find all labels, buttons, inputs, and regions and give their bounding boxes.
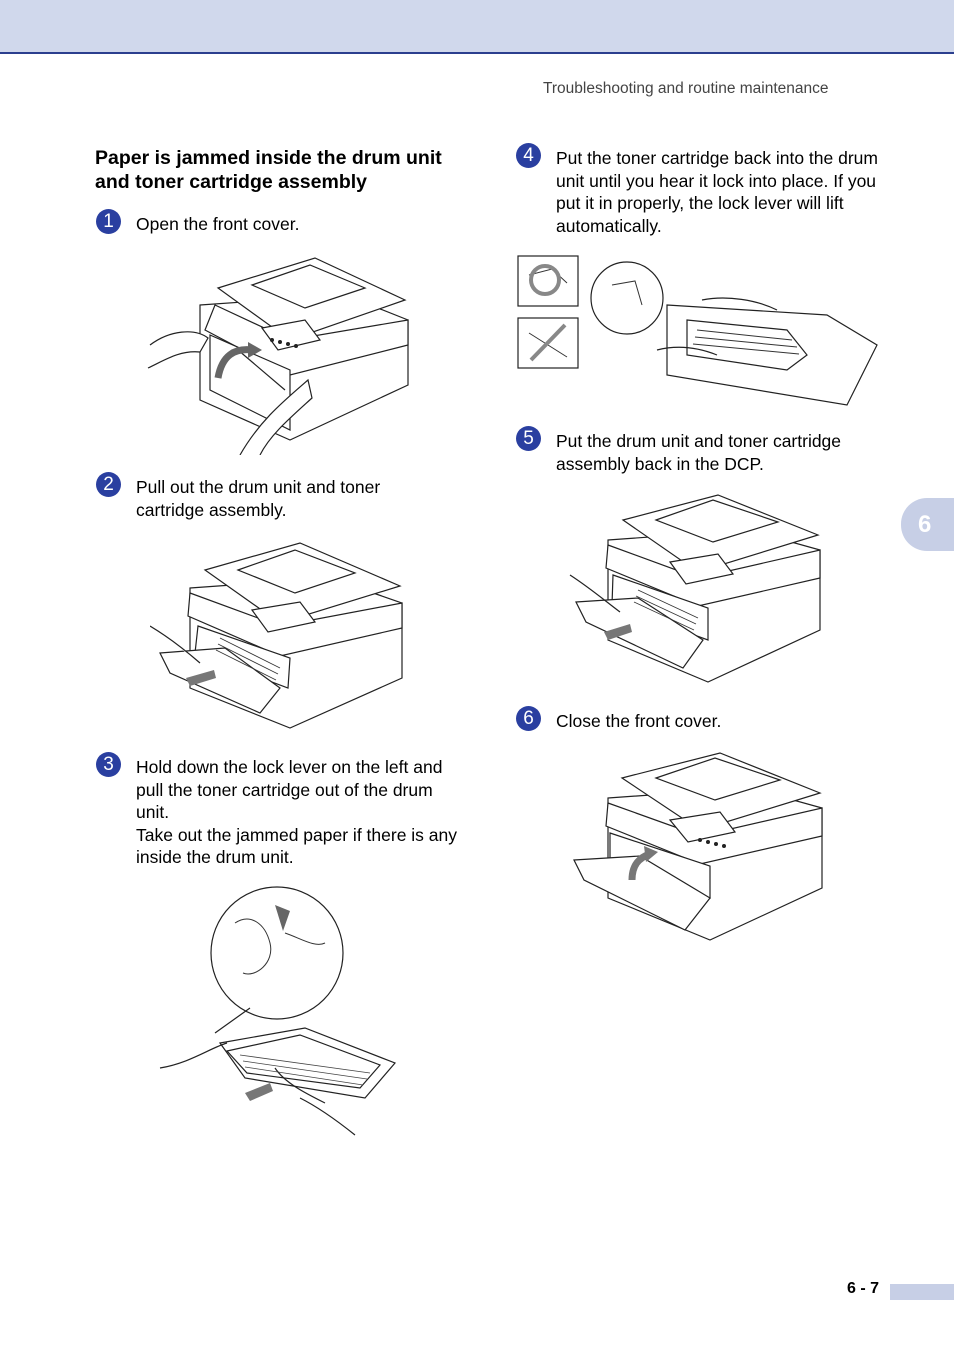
step-1-text: Open the front cover.	[136, 214, 300, 234]
step-3-text-line2: Take out the jammed paper if there is an…	[136, 824, 458, 868]
page-number: 6 - 7	[847, 1280, 880, 1297]
step-5-text: Put the drum unit and toner cartridge as…	[556, 431, 842, 474]
remove-toner-cartridge-illustration	[155, 883, 405, 1138]
footer-bar	[890, 1284, 954, 1300]
header-band	[0, 0, 954, 54]
step-3-text: Hold down the lock lever on the left and…	[136, 756, 466, 869]
insert-toner-cartridge-illustration	[517, 255, 879, 410]
step-3-number: 3	[96, 752, 121, 777]
step-1-number: 1	[96, 209, 121, 234]
reinsert-drum-unit-illustration	[568, 490, 828, 685]
step-6-number: 6	[516, 706, 541, 731]
step-4-text: Put the toner cartridge back into the dr…	[556, 148, 878, 236]
step-6-text: Close the front cover.	[556, 711, 722, 731]
pull-out-drum-unit-illustration	[150, 538, 410, 733]
chapter-tab: 6	[901, 498, 954, 551]
running-head: Troubleshooting and routine maintenance	[543, 80, 829, 97]
section-title: Paper is jammed inside the drum unit and…	[95, 147, 442, 193]
open-front-cover-illustration	[140, 250, 420, 455]
step-3-text-line1: Hold down the lock lever on the left and…	[136, 757, 443, 822]
step-4-number: 4	[516, 143, 541, 168]
step-2-number: 2	[96, 472, 121, 497]
close-front-cover-illustration	[570, 748, 830, 943]
step-2-text: Pull out the drum unit and toner cartrid…	[136, 477, 381, 520]
step-5-number: 5	[516, 426, 541, 451]
